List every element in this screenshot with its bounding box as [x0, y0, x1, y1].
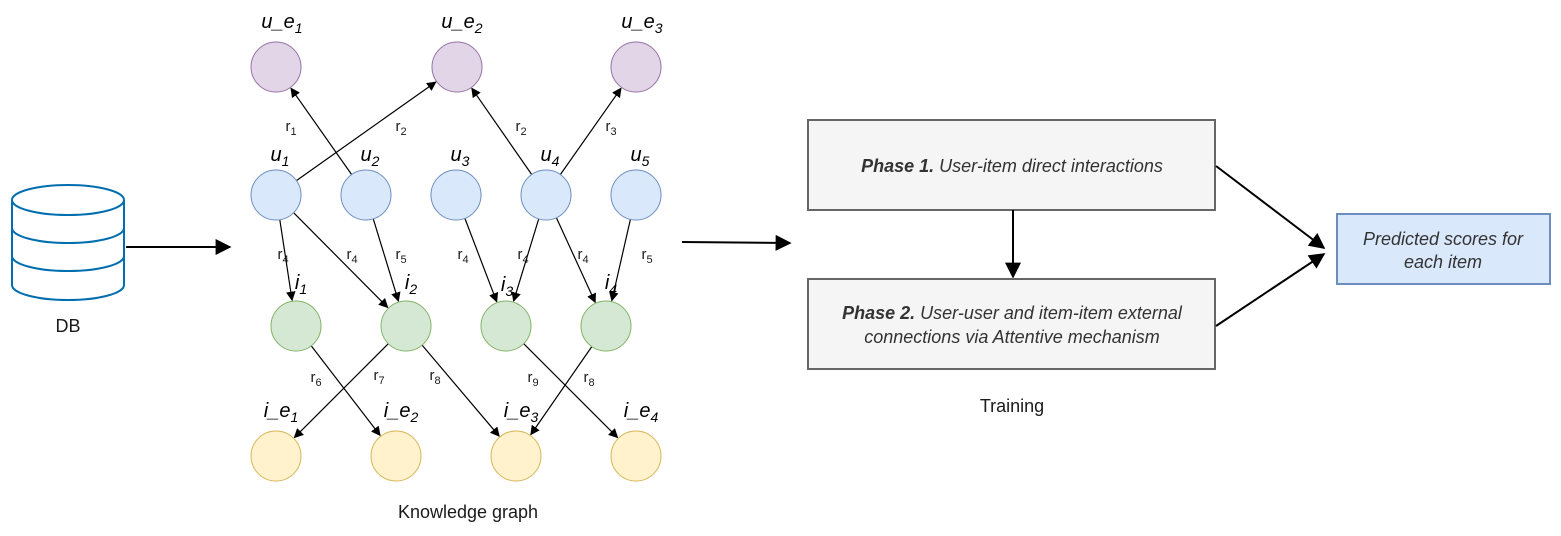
edge-label-u2-i2: r5	[395, 246, 406, 266]
node-label-ie2: i_e2	[384, 400, 419, 425]
node-label-u1: u1	[271, 144, 290, 169]
arrow-phase1-to-output	[1215, 165, 1326, 249]
output-text-line1: Predicted scores for	[1363, 229, 1524, 249]
edge-u4-i3	[511, 218, 540, 303]
node-label-ue3: u_e3	[621, 11, 662, 36]
edge-i2-ie1	[293, 343, 389, 439]
db-top	[11, 184, 125, 216]
edge-label-i2-ie1: r7	[373, 367, 384, 387]
phase2-text-line1: Phase 2. User-user and item-item externa…	[842, 303, 1183, 323]
node-ue2	[431, 41, 483, 93]
edge-label-u2-ue1: r1	[285, 118, 296, 138]
db-band-1	[11, 227, 125, 244]
edge-label-u4-ue2: r2	[515, 118, 526, 138]
node-label-i2: i2	[405, 272, 417, 297]
node-i4	[580, 300, 632, 352]
edge-i3-ie4	[523, 343, 619, 439]
edge-label-i3-ie4: r9	[527, 369, 538, 389]
phase1-text: Phase 1. User-item direct interactions	[861, 156, 1163, 176]
edge-u1-i2	[293, 212, 389, 309]
graph-nodes	[250, 41, 662, 482]
arrow-phase2-to-output	[1215, 253, 1326, 327]
edge-u2-i2	[372, 218, 401, 303]
edge-u2-ue1	[290, 87, 353, 175]
node-ie1	[250, 430, 302, 482]
node-label-i1: i1	[295, 272, 307, 297]
edge-u1-i1	[279, 219, 296, 302]
node-i3	[480, 300, 532, 352]
edge-label-i4-ie3: r8	[583, 369, 594, 389]
edge-label-u1-i2: r4	[346, 246, 357, 266]
edge-label-u1-ue2: r2	[395, 118, 406, 138]
edge-label-u3-i3: r4	[457, 246, 468, 266]
edge-label-u4-i4: r4	[577, 246, 588, 266]
node-u5	[610, 169, 662, 221]
node-i1	[270, 300, 322, 352]
node-label-u5: u5	[631, 144, 650, 169]
node-ue3	[610, 41, 662, 93]
phase1-box	[807, 119, 1216, 211]
edge-u1-ue2	[296, 81, 437, 182]
edge-u5-i4	[609, 219, 631, 302]
phase2-text-line2: connections via Attentive mechanism	[864, 327, 1159, 347]
arrow-graph-to-training	[681, 234, 792, 251]
db-label: DB	[55, 316, 80, 336]
edge-label-i2-ie3: r8	[429, 367, 440, 387]
db-body	[11, 200, 125, 301]
edge-u4-ue3	[559, 87, 622, 175]
node-label-ue1: u_e1	[261, 11, 302, 36]
db-band-2	[11, 255, 125, 272]
node-label-u4: u4	[541, 144, 560, 169]
node-ue1	[250, 41, 302, 93]
edge-label-u5-i4: r5	[641, 246, 652, 266]
edge-label-i1-ie2: r6	[310, 369, 321, 389]
database-icon	[11, 184, 125, 301]
edge-u3-i3	[464, 218, 499, 303]
training-caption: Training	[980, 396, 1044, 416]
node-label-ue2: u_e2	[441, 11, 482, 36]
node-label-i4: i4	[605, 272, 617, 297]
node-label-u2: u2	[361, 144, 380, 169]
node-label-u3: u3	[451, 144, 470, 169]
phase2-box	[807, 278, 1216, 370]
edge-i4-ie3	[530, 346, 593, 436]
graph-labels: r1 r2 r2 r3 r4 r4 r5 r4 r4 r4 r5 r6 r7 r8 r9 r8 u_e1 u_e2…	[261, 11, 662, 425]
output-text-line2: each item	[1404, 252, 1482, 272]
node-ie2	[370, 430, 422, 482]
node-i2	[380, 300, 432, 352]
edge-u4-ue2	[471, 87, 533, 175]
node-label-ie3: i_e3	[504, 400, 539, 425]
node-u4	[520, 169, 572, 221]
node-ie4	[610, 430, 662, 482]
output-box	[1336, 213, 1551, 285]
edge-label-u4-ue3: r3	[605, 118, 616, 138]
edge-i2-ie3	[421, 344, 500, 437]
node-label-i3: i3	[501, 274, 513, 299]
edge-label-u4-i3: r4	[517, 246, 528, 266]
node-ie3	[490, 430, 542, 482]
edge-u4-i4	[555, 217, 596, 304]
node-label-ie1: i_e1	[264, 400, 299, 425]
edge-label-u1-i1: r4	[277, 246, 288, 266]
node-u3	[430, 169, 482, 221]
node-label-ie4: i_e4	[624, 400, 659, 425]
knowledge-graph-caption: Knowledge graph	[398, 502, 538, 522]
graph-edges	[279, 81, 631, 439]
node-u2	[340, 169, 392, 221]
node-u1	[250, 169, 302, 221]
edge-i1-ie2	[310, 345, 381, 437]
